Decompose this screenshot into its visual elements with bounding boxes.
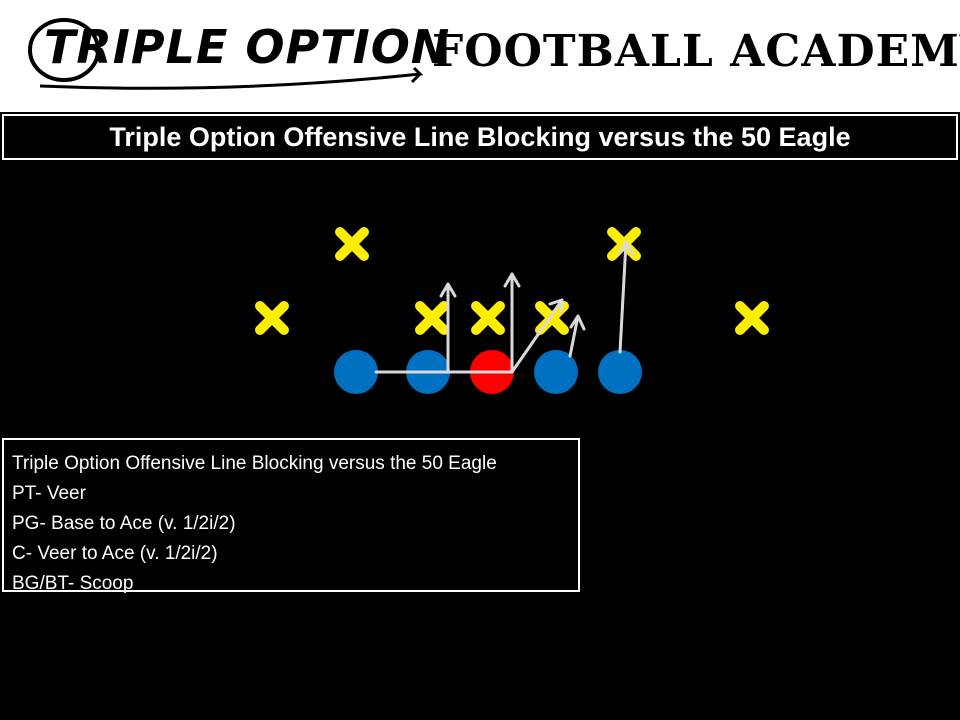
notes-line: Triple Option Offensive Line Blocking ve… (12, 453, 497, 474)
route-arrow (503, 272, 521, 374)
defender-x-icon (740, 306, 764, 330)
lineman-circle-icon (534, 350, 578, 394)
defender-x-icon (420, 306, 444, 330)
header-banner: TRIPLE OPTION FOOTBALL ACADEMY (0, 0, 960, 112)
notes-box: Triple Option Offensive Line Blocking ve… (2, 438, 580, 594)
route-arrow (510, 298, 564, 374)
logo-swoosh-icon (28, 18, 424, 90)
defender-x-icon (260, 306, 284, 330)
notes-line: PG- Base to Ace (v. 1/2i/2) (12, 513, 236, 534)
defender-x-icon (340, 232, 364, 256)
notes-line: BG/BT- Scoop (12, 573, 134, 594)
lineman-circle-icon (334, 350, 378, 394)
defender-x-icon (476, 306, 500, 330)
notes-line: PT- Veer (12, 483, 86, 504)
route-arrow (568, 314, 586, 358)
logo-triple-option: TRIPLE OPTION (44, 20, 451, 74)
page-title: Triple Option Offensive Line Blocking ve… (2, 114, 958, 160)
notes-line: C- Veer to Ace (v. 1/2i/2) (12, 543, 218, 564)
route-arrow (439, 282, 457, 374)
logo-football-academy: FOOTBALL ACADEMY (432, 26, 960, 77)
lineman-circle-icon (598, 350, 642, 394)
route-arrow (617, 240, 635, 354)
